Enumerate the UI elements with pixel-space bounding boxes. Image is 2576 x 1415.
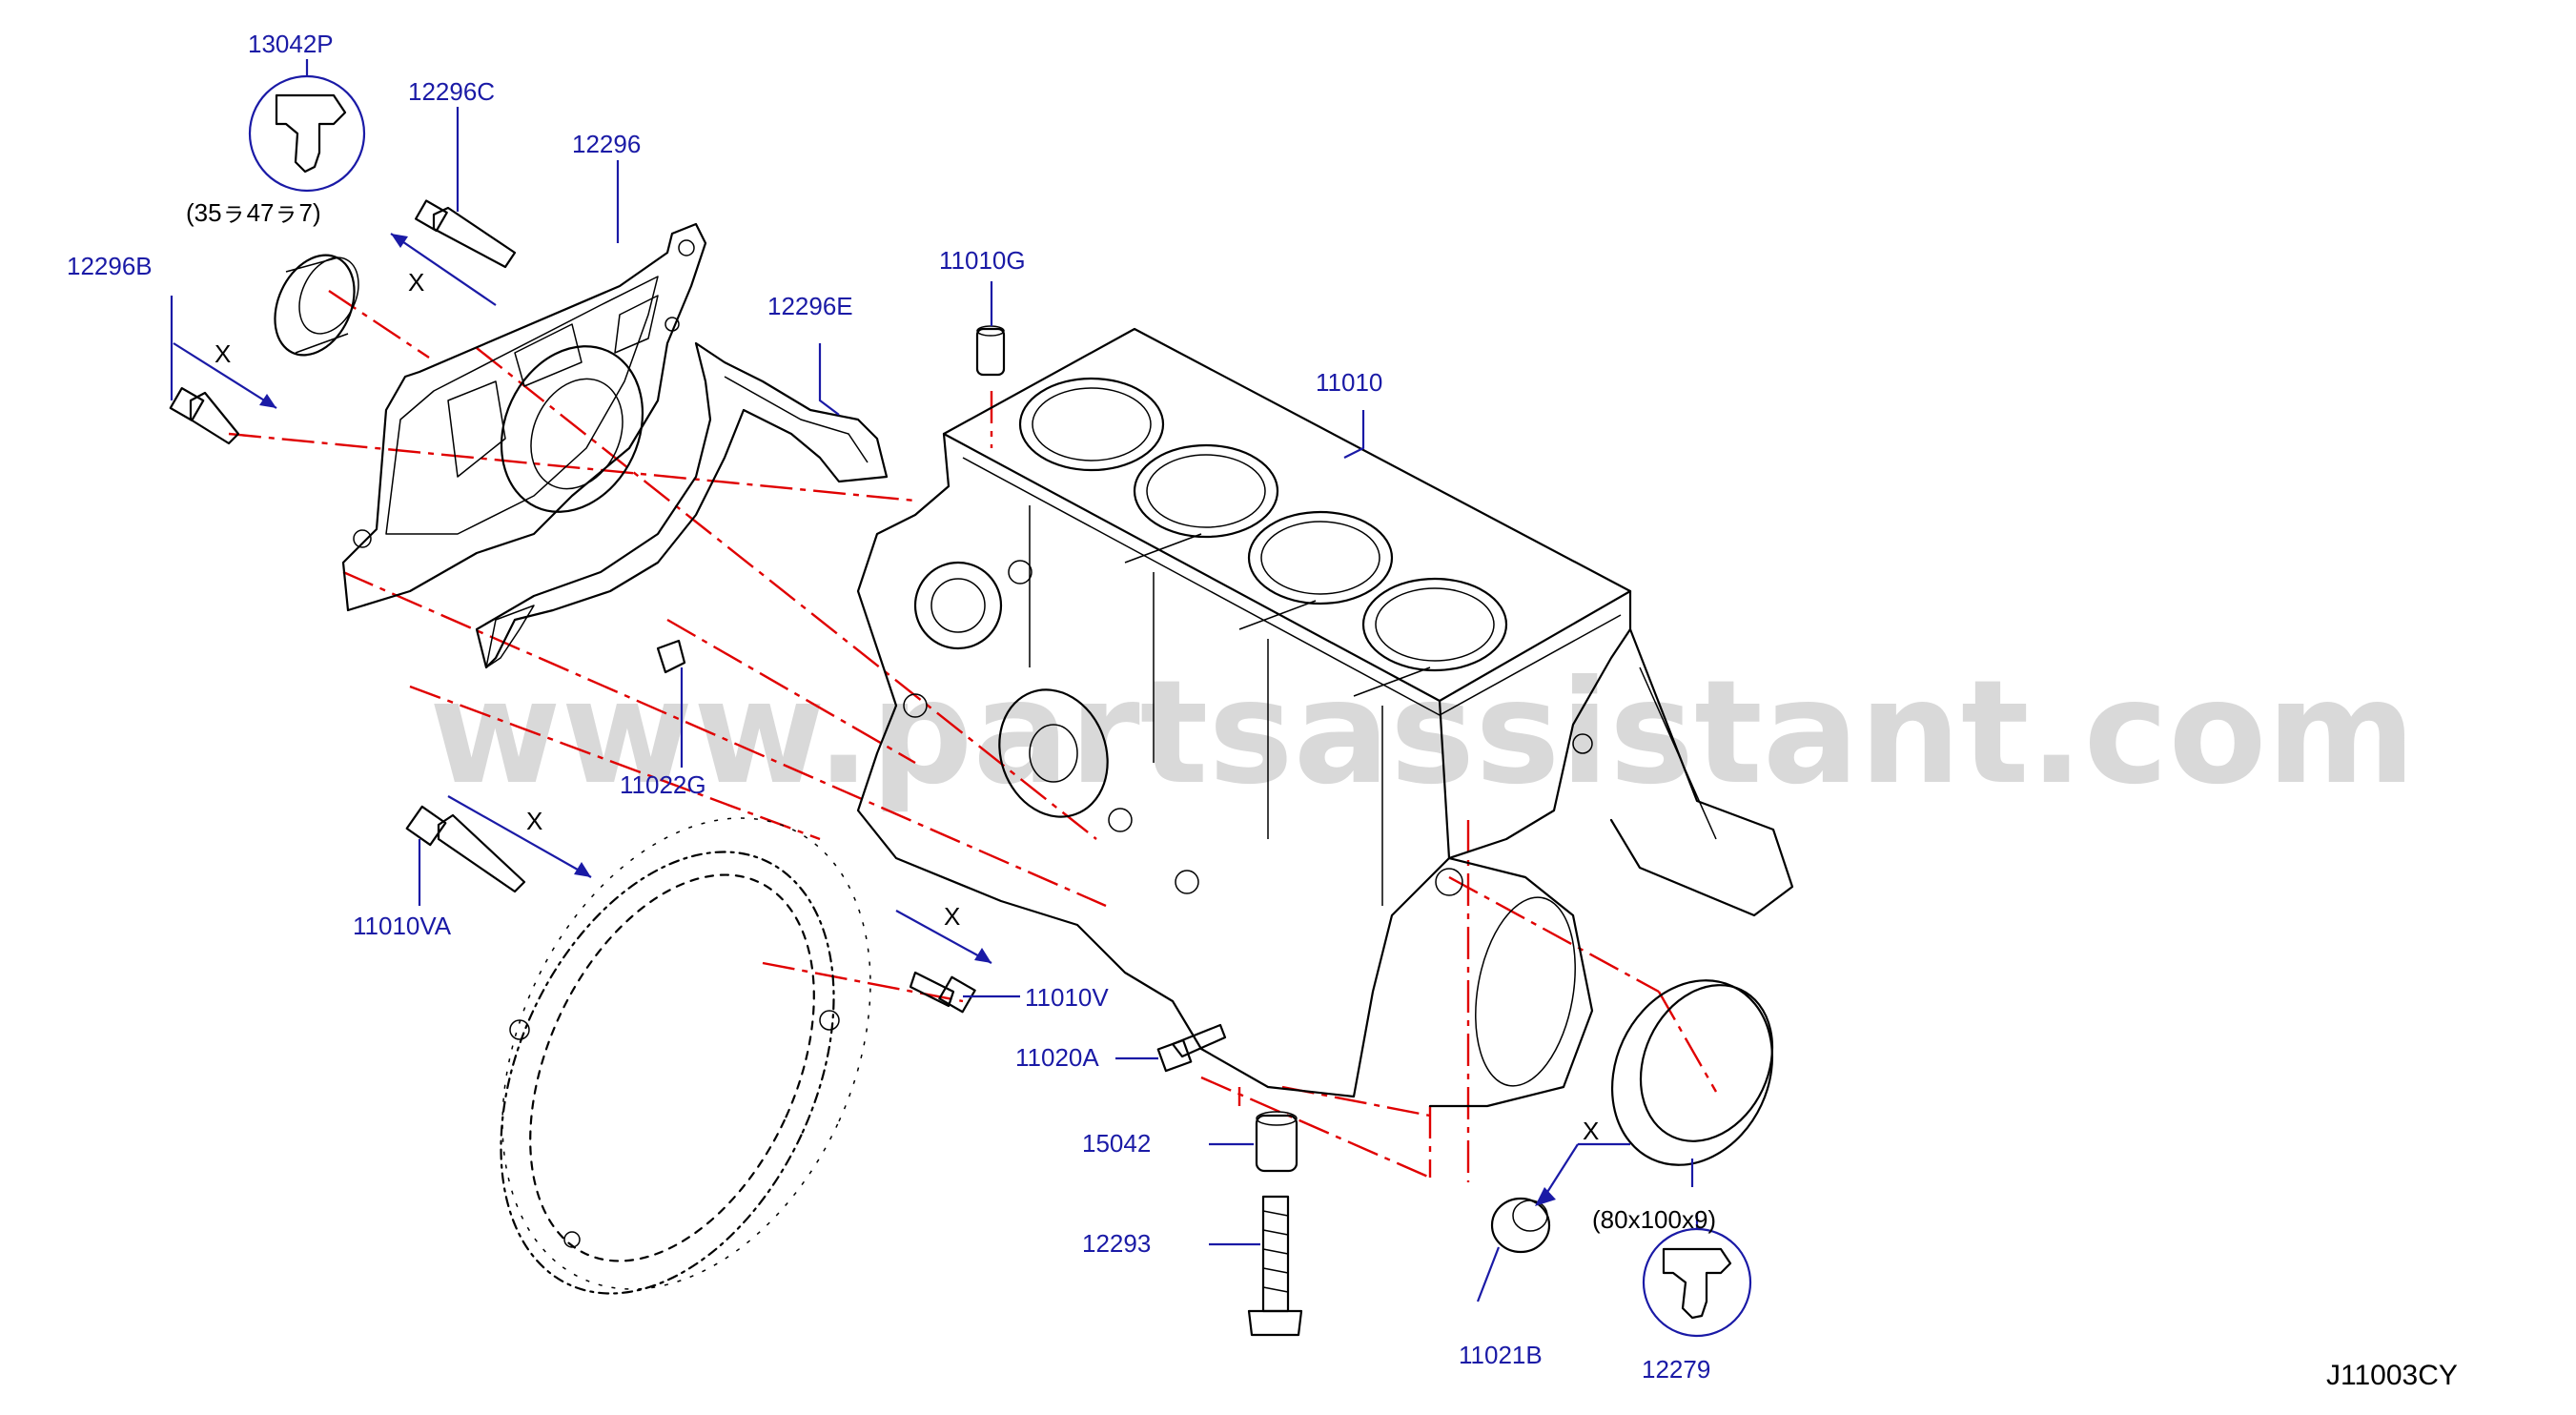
bolt-11010VA <box>405 805 526 893</box>
seal-detail-12279 <box>1642 1227 1752 1338</box>
dim-x-11010VA: X <box>526 807 542 835</box>
label-12296E: 12296E <box>767 292 853 320</box>
dowel-11010G <box>975 325 1006 377</box>
rear-plate <box>500 817 871 1295</box>
watermark: www.partsassistant.com <box>429 650 2416 816</box>
label-11010VA: 11010VA <box>353 912 452 940</box>
cylinder-block-11010 <box>856 327 1794 1108</box>
stud-12293 <box>1247 1195 1303 1337</box>
rear-seal-size: (80x100x9) <box>1592 1205 1716 1234</box>
bushing-11021B <box>1490 1197 1551 1254</box>
dimension-markers <box>173 233 1630 1206</box>
assembly-centerlines <box>228 290 1718 1182</box>
dim-x-12296B: X <box>215 339 231 368</box>
label-11010: 11010 <box>1316 368 1382 397</box>
label-11020A: 11020A <box>1015 1043 1099 1072</box>
front-oil-seal <box>274 254 359 357</box>
bolt-12296C <box>415 199 517 269</box>
label-12279: 12279 <box>1642 1355 1710 1384</box>
label-11010V: 11010V <box>1025 983 1109 1012</box>
label-11010G: 11010G <box>939 246 1026 275</box>
leader-lines <box>170 59 1699 1302</box>
label-11022G: 11022G <box>620 770 706 799</box>
dowel-15042 <box>1255 1111 1298 1173</box>
dim-x-11010V: X <box>944 902 960 931</box>
label-13042P: 13042P <box>248 30 334 58</box>
diagram-code: J11003CY <box>2326 1360 2458 1391</box>
bolt-12296B <box>169 387 240 445</box>
label-15042: 15042 <box>1082 1129 1151 1158</box>
dowel-11022G <box>656 639 686 674</box>
dim-x-12296C: X <box>408 268 424 297</box>
front-cover-12296 <box>341 222 707 668</box>
rear-oil-seal <box>1610 979 1774 1166</box>
front-seal-size: (35ㇻ47ㇻ7) <box>186 198 321 227</box>
seal-detail-13042P <box>248 74 366 193</box>
label-11021B: 11021B <box>1459 1341 1543 1369</box>
label-12296: 12296 <box>572 130 641 158</box>
label-12296B: 12296B <box>67 252 153 280</box>
gasket-12296E <box>475 341 889 669</box>
dim-x-11021B: X <box>1583 1117 1599 1145</box>
label-12296C: 12296C <box>408 77 495 106</box>
bolt-11020A <box>1156 1023 1227 1073</box>
bolt-11010V <box>909 971 976 1014</box>
label-12293: 12293 <box>1082 1229 1151 1258</box>
